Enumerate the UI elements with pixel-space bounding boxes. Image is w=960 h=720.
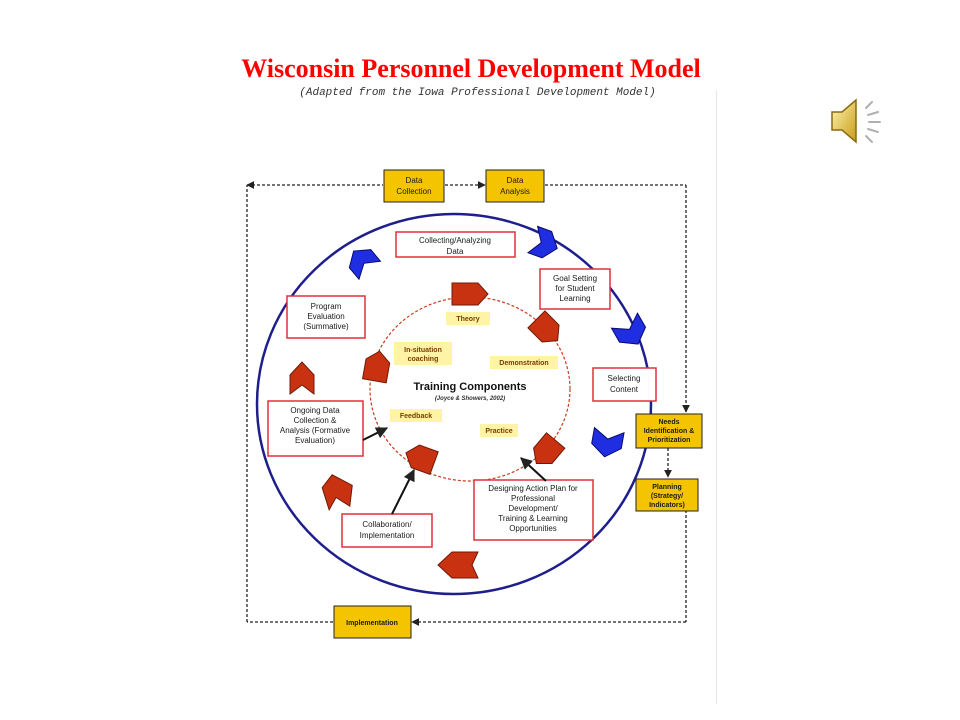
red-arrow-icon [361,350,391,384]
designing-line-4: Training & Learning [498,514,568,523]
outer-cycle-arrows [348,225,647,458]
demonstration-text: Demonstration [499,360,548,367]
data-analysis-line-1: Data [507,176,524,185]
selecting-line-2: Content [610,385,639,394]
selecting-content-box: Selecting Content [592,367,657,402]
needs-line-2: Identification & [644,428,695,435]
goal-line-1: Goal Setting [553,274,597,283]
needs-line-3: Prioritization [648,437,691,444]
page-title: Wisconsin Personnel Development Model [241,54,701,83]
program-evaluation-box: Program Evaluation (Summative) [286,295,366,339]
planning-box: Planning (Strategy/ Indicators) [635,478,699,512]
feedback-text: Feedback [400,413,432,420]
ongoing-line-1: Ongoing Data [290,406,340,415]
data-analysis-line-2: Analysis [500,187,530,196]
theory-text: Theory [456,316,479,323]
data-analysis-box: Data Analysis [485,169,545,203]
outer-cycle-red-arrows [289,361,479,579]
collecting-line-2: Data [447,247,464,256]
collecting-analyzing-box: Collecting/Analyzing Data [395,231,516,258]
ongoing-line-3: Analysis (Formative [280,426,351,435]
collaboration-implementation-box: Collaboration/ Implementation [341,513,433,548]
red-arrow-icon [451,282,489,306]
ongoing-line-4: Evaluation) [295,436,335,445]
designing-line-1: Designing Action Plan for [488,484,578,493]
training-components-citation: (Joyce & Showers, 2002) [435,396,505,402]
designing-action-plan-box: Designing Action Plan for Professional D… [473,479,594,541]
training-components-title: Training Components [413,381,526,393]
ongoing-data-collection-box: Ongoing Data Collection & Analysis (Form… [267,400,364,457]
red-arrow-icon [321,474,353,512]
collaboration-line-1: Collaboration/ [362,520,412,529]
goal-line-2: for Student [555,284,595,293]
page-subtitle: (Adapted from the Iowa Professional Deve… [299,87,656,99]
needs-identification-box: Needs Identification & Prioritization [635,413,703,449]
red-arrow-icon [289,361,315,395]
selecting-line-1: Selecting [608,374,641,383]
designing-line-3: Development/ [508,504,558,513]
ongoing-line-2: Collection & [294,416,337,425]
data-collection-line-2: Collection [396,187,431,196]
program-line-1: Program [311,302,342,311]
implementation-box: Implementation [333,605,412,639]
blue-arrow-icon [610,312,647,345]
red-arrow-icon [437,551,479,579]
practice-text: Practice [485,428,512,435]
red-arrow-icon [405,444,439,476]
speaker-sound-icon[interactable] [826,94,888,148]
coaching-line-2: coaching [408,356,439,363]
feedback-label: Feedback [390,409,442,422]
planning-line-2: (Strategy/ [651,493,683,500]
data-collection-line-1: Data [406,176,423,185]
blue-arrow-icon [591,426,625,458]
outer-cycle-circle [255,212,653,596]
training-cycle-arrows [361,282,566,476]
blue-arrow-icon [348,249,382,281]
pointer-arrows [362,427,547,515]
goal-line-3: Learning [559,294,590,303]
program-line-2: Evaluation [307,312,344,321]
program-line-3: (Summative) [303,322,349,331]
theory-label: Theory [446,312,490,325]
coaching-line-1: In-situation [404,347,442,354]
blue-arrow-icon [526,225,558,259]
collecting-line-1: Collecting/Analyzing [419,236,491,245]
planning-line-3: Indicators) [649,502,685,509]
needs-line-1: Needs [658,419,679,426]
collaboration-line-2: Implementation [360,531,415,540]
divider-line [716,90,717,704]
demonstration-label: Demonstration [490,356,558,369]
designing-line-2: Professional [511,494,555,503]
outer-loop-connectors [246,181,690,626]
red-arrow-icon [533,432,566,465]
coaching-label: In-situation coaching [394,342,452,365]
red-arrow-icon [527,310,560,343]
planning-line-1: Planning [652,484,682,491]
practice-label: Practice [480,424,518,437]
implementation-label: Implementation [346,620,398,627]
data-collection-box: Data Collection [383,169,445,203]
designing-line-5: Opportunities [509,524,557,533]
goal-setting-box: Goal Setting for Student Learning [539,268,611,310]
